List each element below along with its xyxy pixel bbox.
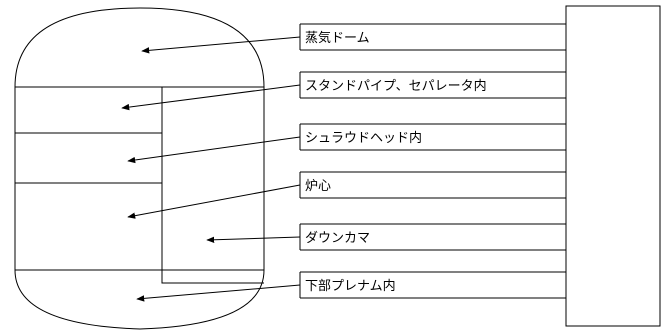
label-lower-plenum: 下部プレナム内 [305,278,396,294]
arrow-shroud-head [127,136,301,164]
right-block [565,5,661,327]
arrow-lower-plenum [136,284,301,302]
pointer-arrows [121,36,301,302]
label-steam-dome: 蒸気ドーム [305,30,370,46]
reactor-vessel [14,7,265,330]
arrow-downcomer [206,236,301,243]
label-shroud-head: シュラウドヘッド内 [305,130,422,146]
arrow-standpipe-separator [121,84,301,111]
arrow-steam-dome [141,36,301,54]
arrow-core [127,184,301,219]
label-downcomer: ダウンカマ [305,231,370,246]
label-core: 炉心 [305,179,331,194]
shroud-wall [161,87,264,284]
label-standpipe-separator: スタンドパイプ、セパレータ内 [305,78,487,94]
label-box-lines [300,23,566,299]
